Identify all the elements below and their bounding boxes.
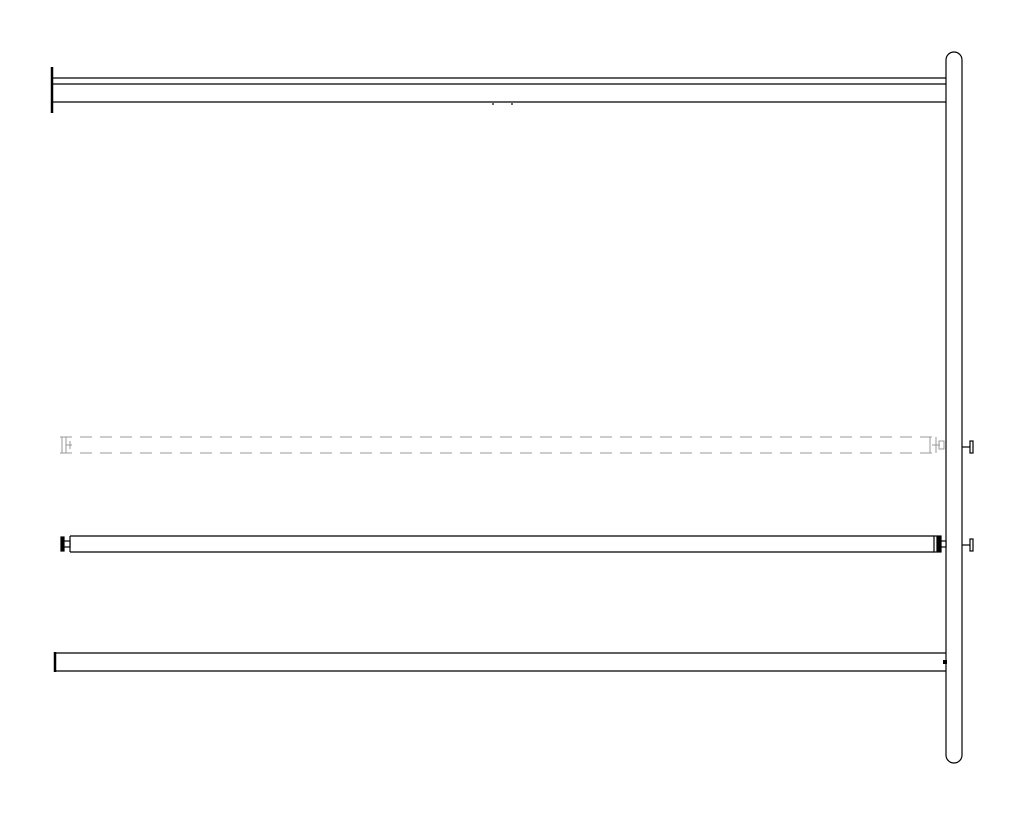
lower-knob bbox=[962, 538, 974, 552]
vertical-post-body bbox=[945, 51, 963, 764]
bottom-rail bbox=[53, 652, 947, 672]
top-rail-screw-dot bbox=[511, 103, 513, 105]
top-rail bbox=[50, 67, 946, 113]
dashed-bar-right-fitting bbox=[929, 437, 945, 453]
dashed-bar-left-fitting bbox=[61, 437, 72, 453]
vertical-post bbox=[945, 51, 963, 764]
top-rail-screw-dot bbox=[492, 103, 494, 105]
upper-knob bbox=[962, 440, 974, 454]
upper-bar-dashed bbox=[60, 436, 934, 454]
bottom-rail-bolt bbox=[943, 660, 947, 664]
middle-bar-right-fitting bbox=[933, 535, 947, 553]
middle-bar bbox=[69, 535, 934, 553]
middle-bar-left-fitting bbox=[60, 536, 71, 552]
